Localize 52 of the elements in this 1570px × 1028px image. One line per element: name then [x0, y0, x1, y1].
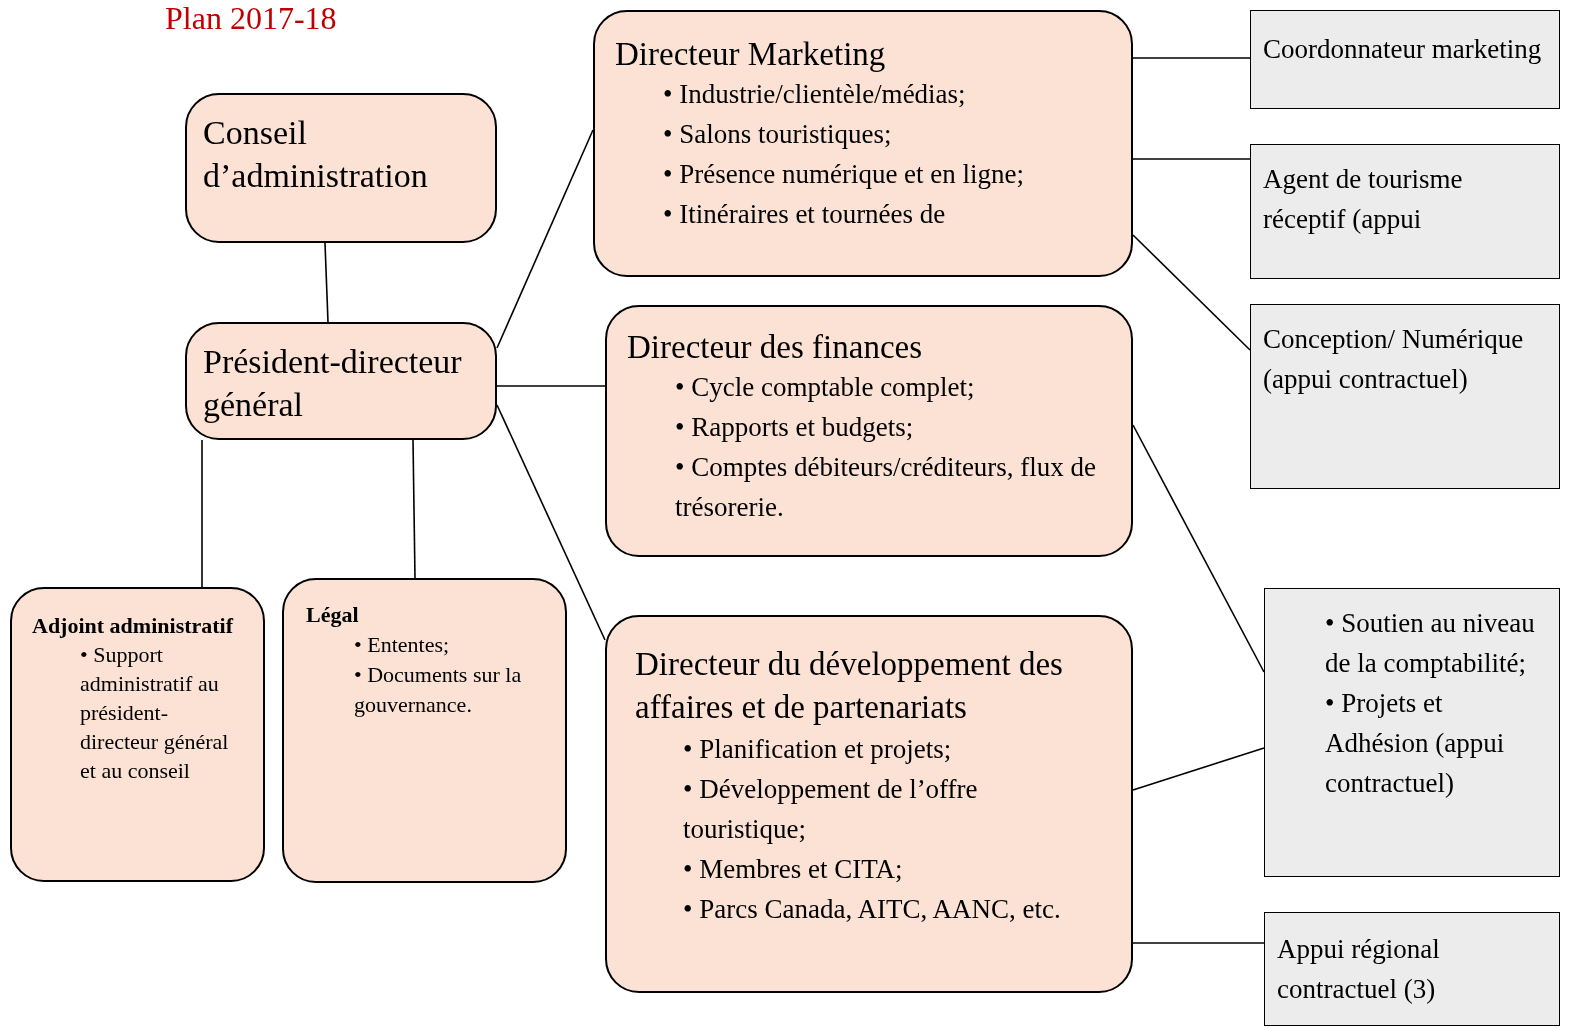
- connector-line: [412, 439, 416, 579]
- role-box: [282, 578, 567, 883]
- bullet-item: • Rapports et budgets;: [675, 411, 915, 444]
- bullet-item: • Industrie/clientèle/médias;: [663, 78, 967, 111]
- role-box: [605, 615, 1133, 993]
- bullet-item: • Planification et projets;: [683, 733, 953, 766]
- bullet-item: • Ententes;: [354, 631, 451, 659]
- box-label: Appui régional contractuel (3): [1277, 933, 1441, 1006]
- bullet-item: • Itinéraires et tournées de: [663, 198, 947, 231]
- box-label: Conseil d’administration: [203, 113, 429, 196]
- bullet-item: • Présence numérique et en ligne;: [663, 158, 1026, 191]
- bullet-item: • Documents sur la gouvernance.: [354, 661, 523, 719]
- connector-line: [496, 129, 594, 349]
- connector-line: [1132, 158, 1251, 160]
- support-box: [1250, 144, 1560, 279]
- support-box: [1250, 10, 1560, 109]
- connector-line: [1132, 234, 1251, 351]
- box-label: Conception/ Numérique (appui contractuel): [1263, 323, 1525, 396]
- support-box: [1250, 304, 1560, 489]
- connector-line: [1132, 57, 1251, 59]
- box-label: Agent de tourisme réceptif (appui: [1263, 163, 1464, 236]
- bullet-item: • Parcs Canada, AITC, AANC, etc.: [683, 893, 1062, 926]
- box-label: Président-directeur général: [203, 342, 463, 425]
- connector-line: [1132, 942, 1265, 944]
- bullet-item: • Comptes débiteurs/créditeurs, flux de trésorerie.: [675, 451, 1098, 524]
- support-box: [1264, 588, 1560, 877]
- bullet-item: • Membres et CITA;: [683, 853, 904, 886]
- bullet-item: • Soutien au niveau de la comptabilité;: [1325, 607, 1536, 680]
- connector-line: [201, 439, 203, 588]
- bullet-item: • Cycle comptable complet;: [675, 371, 976, 404]
- support-box: [1264, 912, 1560, 1026]
- box-heading: Directeur des finances: [627, 328, 924, 367]
- title: Plan 2017-18: [165, 0, 337, 36]
- box-heading: Directeur Marketing: [615, 35, 887, 74]
- bullet-item: • Support administratif au président-directeur général et au conseil: [80, 641, 230, 785]
- connector-line: [496, 385, 606, 387]
- bullet-item: • Projets et Adhésion (appui contractuel): [1325, 687, 1506, 800]
- box-label: Coordonnateur marketing: [1263, 33, 1543, 66]
- connector-line: [1132, 424, 1265, 673]
- bullet-item: • Développement de l’offre touristique;: [683, 773, 979, 846]
- role-box: [593, 10, 1133, 277]
- role-box: [10, 587, 265, 882]
- role-box: [185, 93, 497, 243]
- connector-line: [496, 404, 606, 641]
- connector-line: [324, 242, 329, 323]
- box-heading: Adjoint administratif: [32, 612, 235, 640]
- box-heading: Directeur du développement des affaires et de partenariats: [635, 645, 1064, 727]
- bullet-item: • Salons touristiques;: [663, 118, 893, 151]
- role-box: [185, 322, 497, 440]
- connector-line: [1132, 747, 1265, 791]
- box-heading: Légal: [306, 601, 360, 629]
- role-box: [605, 305, 1133, 557]
